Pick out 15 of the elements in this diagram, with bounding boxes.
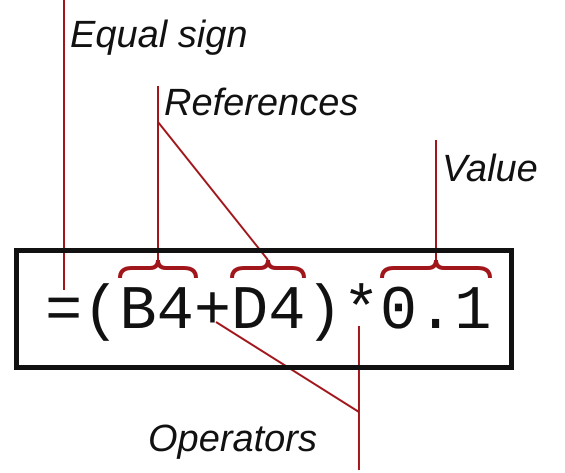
callout-label: References — [164, 82, 358, 124]
leader-line — [63, 0, 65, 290]
callout-label: Equal sign — [70, 14, 248, 56]
leader-line — [215, 321, 360, 413]
leader-line — [157, 86, 159, 260]
curly-brace — [380, 258, 492, 280]
callout-label: Value — [442, 148, 538, 190]
formula-box — [14, 248, 514, 370]
curly-brace — [230, 258, 306, 280]
curly-brace — [118, 258, 198, 280]
callout-label: Operators — [148, 418, 317, 460]
leader-line — [157, 121, 269, 261]
leader-line — [435, 140, 437, 260]
formula-text: =(B4+D4)*0.1 — [45, 281, 492, 343]
leader-line — [358, 326, 360, 470]
